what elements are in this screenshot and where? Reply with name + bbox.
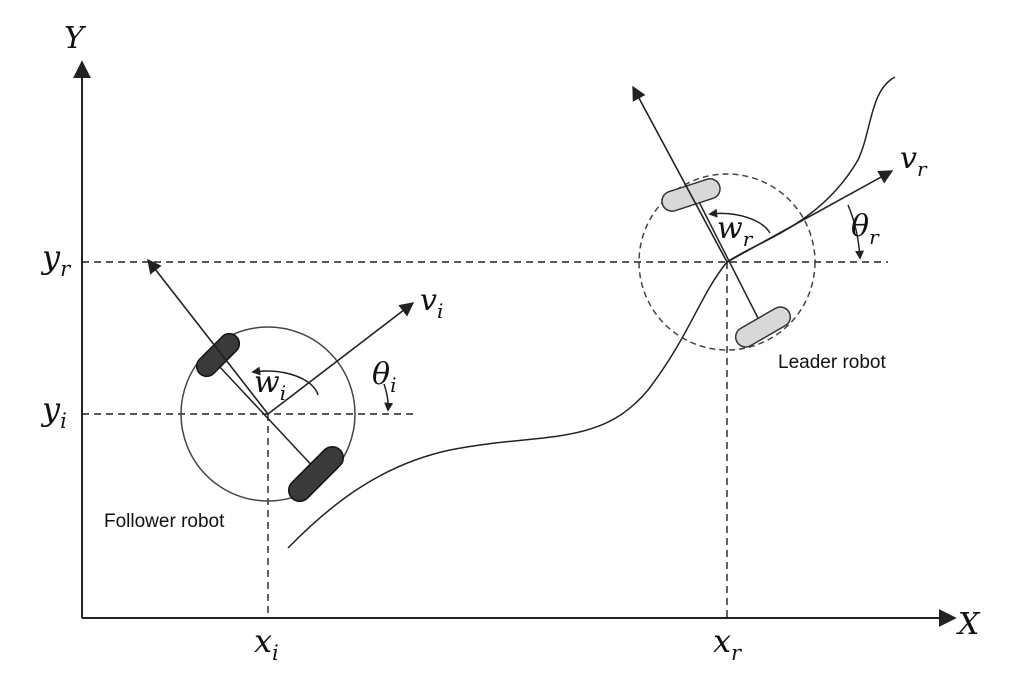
follower-w-label: wi <box>254 365 286 405</box>
follower-velocity-arrow <box>267 302 415 415</box>
leader-w-label: wr <box>717 211 754 251</box>
leader-x-coordinate-label: xr <box>713 622 743 665</box>
follower-right-wheel <box>287 445 345 503</box>
leader-theta-label: θr <box>851 209 880 249</box>
follower-theta-arc <box>383 383 394 412</box>
follower-left-wheel <box>195 332 241 378</box>
leader-y-coordinate-label: yr <box>40 238 72 281</box>
y-axis-label: Y <box>64 21 87 56</box>
follower-theta-label: θi <box>372 357 396 397</box>
follower-v-label: vi <box>420 283 443 323</box>
leader-theta-arc <box>847 204 865 260</box>
leader-robot-caption: Leader robot <box>778 352 886 373</box>
projection-lines <box>82 261 888 618</box>
leader-heading-arrow <box>632 85 728 263</box>
x-axis-label: X <box>956 607 981 642</box>
follower-wheel-axle <box>217 364 319 473</box>
leader-v-label: vr <box>900 141 928 181</box>
leader-robot-body <box>638 173 816 351</box>
follower-robot-caption: Follower robot <box>104 511 225 532</box>
leader-bottom-wheel <box>734 306 792 348</box>
trajectory-curve <box>287 76 896 549</box>
leader-omega-arc <box>708 208 771 234</box>
coordinate-labels: yr yi xi xr <box>40 238 743 665</box>
follower-omega-arc <box>251 366 319 396</box>
leader-velocity-arrow <box>726 170 894 263</box>
follower-x-coordinate-label: xi <box>254 622 279 665</box>
follower-robot-body <box>180 326 356 502</box>
leader-robot: vr wr θr Leader robot <box>632 85 928 373</box>
coordinate-axes: Y X <box>64 21 981 642</box>
follower-heading-arrow <box>147 258 269 415</box>
follower-y-coordinate-label: yi <box>40 390 67 433</box>
follower-robot: vi wi θi Follower robot <box>104 258 443 532</box>
